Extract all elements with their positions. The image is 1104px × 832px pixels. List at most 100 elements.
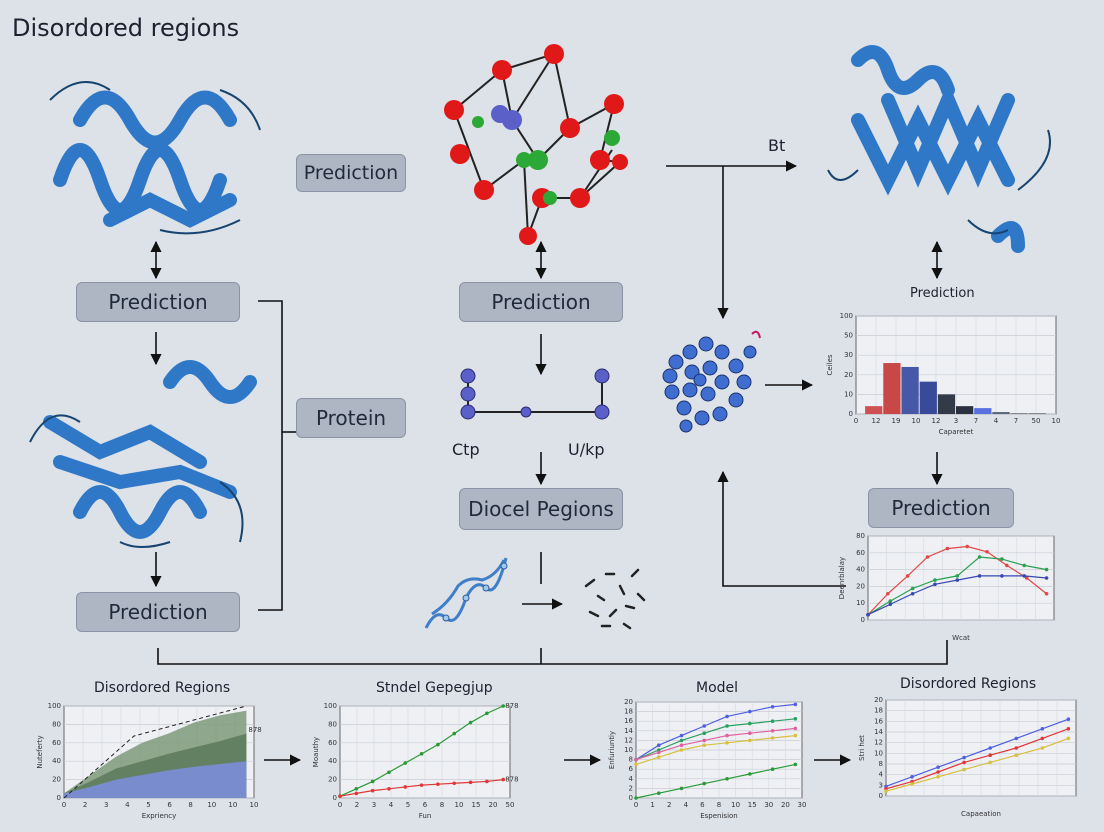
x-tick-label: 15 — [748, 801, 757, 809]
data-point — [962, 767, 966, 772]
x-tick-label: 8 — [440, 801, 444, 809]
data-point — [1066, 736, 1071, 741]
y-axis-label: Deenrblalay — [838, 557, 846, 599]
data-point — [910, 591, 915, 596]
y-tick-label: 10 — [874, 749, 883, 757]
data-point — [679, 733, 684, 738]
series-line — [635, 703, 796, 761]
x-tick-label: 10 — [207, 801, 216, 809]
end-label: 878 — [505, 776, 518, 784]
data-point — [977, 555, 982, 559]
y-tick-label: 50 — [844, 332, 853, 340]
x-tick-label: 4 — [125, 801, 130, 809]
x-tick-label: 0 — [338, 801, 342, 809]
x-tick-label: 19 — [892, 417, 901, 425]
y-tick-label: 60 — [856, 549, 865, 557]
y-tick-label: 4 — [629, 775, 634, 783]
y-tick-label: 40 — [52, 757, 61, 765]
data-point — [702, 724, 707, 728]
x-tick-label: 10 — [731, 801, 740, 809]
data-point — [793, 702, 798, 707]
y-tick-label: 4 — [879, 771, 884, 779]
prediction-box-top-center: Prediction — [296, 154, 406, 192]
data-point — [888, 602, 893, 607]
y-tick-label: 100 — [840, 312, 853, 320]
data-point — [770, 729, 775, 733]
x-axis-label: Fun — [419, 812, 432, 820]
x-tick-label: 7 — [974, 417, 978, 425]
y-tick-label: 0 — [879, 792, 883, 800]
data-point — [925, 555, 930, 559]
data-point — [748, 738, 752, 743]
bar — [956, 406, 974, 414]
data-point — [977, 574, 982, 578]
data-point — [1014, 746, 1019, 750]
x-tick-label: 6 — [700, 801, 705, 809]
data-point — [725, 724, 729, 728]
y-axis-label: Ceiles — [826, 354, 834, 375]
data-point — [1044, 576, 1049, 580]
data-point — [725, 777, 729, 781]
data-point — [945, 546, 950, 551]
diagram-title: Disordored regions — [12, 14, 240, 42]
data-point — [354, 791, 359, 796]
data-point — [702, 743, 707, 747]
x-axis-label: Caparetet — [939, 428, 974, 436]
data-point — [748, 731, 752, 735]
data-point — [1040, 746, 1045, 750]
protein-box-label: Protein — [315, 406, 387, 430]
x-axis-label: Capaeation — [961, 810, 1001, 818]
x-tick-label: 50 — [1032, 417, 1041, 425]
y-tick-label: 8 — [879, 760, 883, 768]
data-point — [725, 733, 729, 738]
data-point — [884, 789, 888, 793]
data-point — [1066, 727, 1071, 731]
data-point — [656, 791, 661, 795]
data-point — [725, 741, 729, 745]
data-point — [679, 743, 684, 747]
data-point — [955, 578, 960, 582]
prediction-box-bottom-left: Prediction — [76, 592, 240, 632]
bar — [992, 412, 1010, 414]
data-point — [387, 787, 391, 791]
y-tick-label: 20 — [624, 698, 633, 706]
bar — [901, 366, 919, 414]
data-point — [485, 711, 489, 716]
x-tick-label: 20 — [489, 801, 498, 809]
data-point — [988, 746, 993, 750]
prediction-box-label: Prediction — [891, 496, 991, 520]
data-point — [748, 772, 752, 776]
series-line — [635, 718, 796, 761]
data-point — [354, 787, 359, 791]
series-line — [885, 718, 1069, 787]
y-tick-label: 0 — [629, 794, 633, 802]
data-point — [965, 544, 969, 549]
area-series — [64, 761, 247, 798]
x-tick-label: 12 — [872, 417, 881, 425]
x-tick-label: 50 — [506, 801, 515, 809]
data-point — [1000, 557, 1004, 561]
data-point — [962, 755, 966, 760]
data-point — [985, 549, 989, 554]
y-tick-label: 20 — [844, 371, 853, 379]
data-point — [634, 757, 638, 762]
data-point — [793, 762, 798, 767]
x-tick-label: 3 — [372, 801, 376, 809]
data-point — [702, 781, 707, 786]
data-point — [962, 760, 966, 765]
data-point — [403, 785, 408, 789]
data-point — [936, 770, 940, 774]
data-point — [1044, 567, 1049, 572]
series-line — [635, 727, 796, 761]
x-tick-label: 0 — [634, 801, 638, 809]
protein-ribbon-icon — [29, 360, 257, 548]
molecule-graph-icon — [444, 44, 628, 245]
bar — [937, 394, 956, 414]
x-tick-label: 5 — [146, 801, 150, 809]
x-tick-label: 12 — [932, 417, 941, 425]
data-point — [468, 780, 473, 785]
data-point — [468, 720, 473, 725]
